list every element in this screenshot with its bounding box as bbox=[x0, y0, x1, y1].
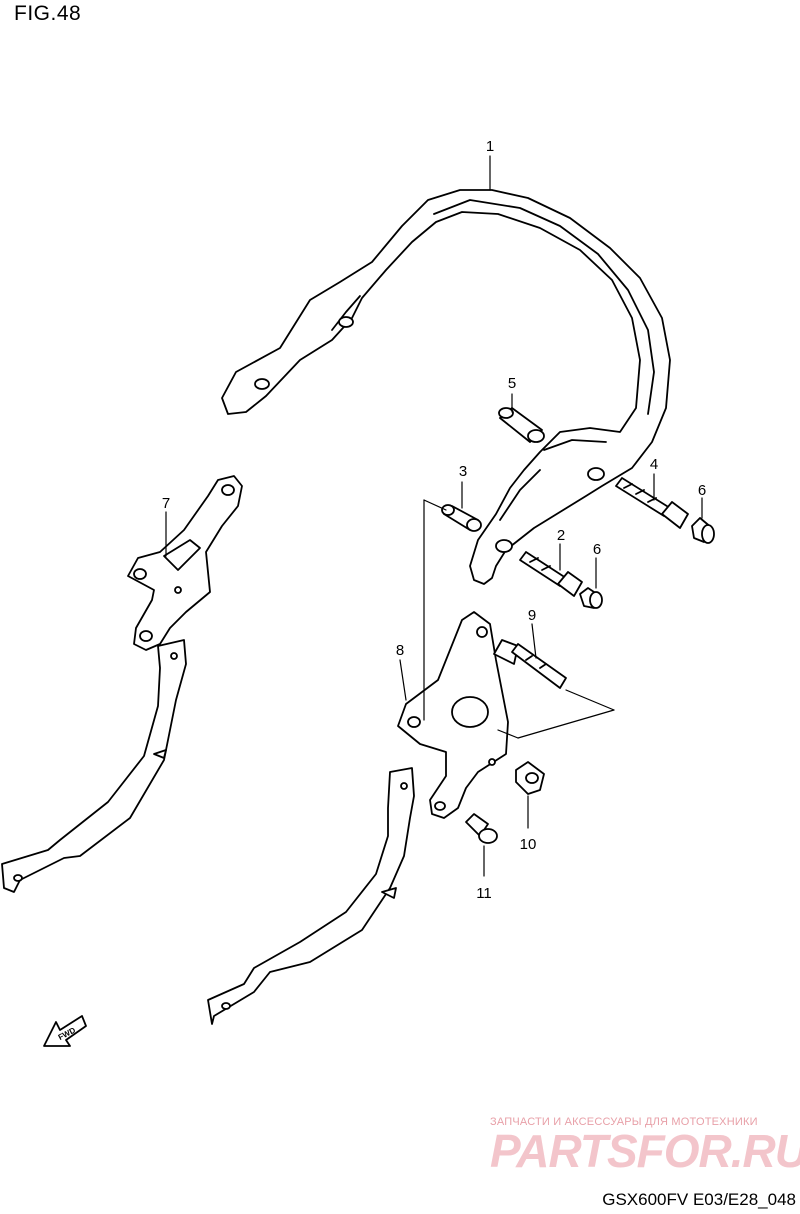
callout-2: 2 bbox=[557, 527, 565, 544]
callout-6b: 6 bbox=[593, 541, 601, 558]
callout-11: 11 bbox=[476, 885, 492, 902]
collar-part-3 bbox=[441, 504, 482, 532]
left-pillion-rail bbox=[1, 639, 187, 893]
bracket-part-7 bbox=[127, 475, 243, 651]
bolt-part-9 bbox=[493, 639, 567, 689]
callout-7: 7 bbox=[162, 495, 170, 512]
cap-part-6-upper bbox=[691, 517, 715, 544]
callout-10: 10 bbox=[520, 836, 537, 853]
callout-4: 4 bbox=[650, 456, 658, 473]
grab-rail-part-1 bbox=[221, 189, 671, 585]
callout-1: 1 bbox=[486, 138, 494, 155]
leader-lines bbox=[165, 155, 703, 877]
collar-part-5 bbox=[498, 407, 545, 443]
cap-part-6-lower bbox=[579, 587, 603, 609]
bracket-part-8 bbox=[397, 611, 509, 819]
fwd-arrow-icon bbox=[43, 1015, 87, 1047]
callout-3: 3 bbox=[459, 463, 467, 480]
callout-8: 8 bbox=[396, 642, 404, 659]
callout-9: 9 bbox=[528, 607, 536, 624]
nut-part-10 bbox=[515, 761, 545, 795]
bolt-part-4 bbox=[615, 477, 689, 529]
callout-5: 5 bbox=[508, 375, 516, 392]
watermark-brand: PARTSFOR.RU bbox=[490, 1125, 800, 1177]
diagram-code: GSX600FV E03/E28_048 bbox=[602, 1190, 796, 1209]
callout-6a: 6 bbox=[698, 482, 706, 499]
figure-label: FIG.48 bbox=[14, 2, 82, 25]
right-pillion-rail bbox=[207, 767, 415, 1025]
screw-part-11 bbox=[465, 813, 498, 844]
bolt-part-2 bbox=[519, 551, 583, 597]
watermark-tagline: ЗАПЧАСТИ И АКСЕССУАРЫ ДЛЯ МОТОТЕХНИКИ bbox=[490, 1116, 758, 1128]
